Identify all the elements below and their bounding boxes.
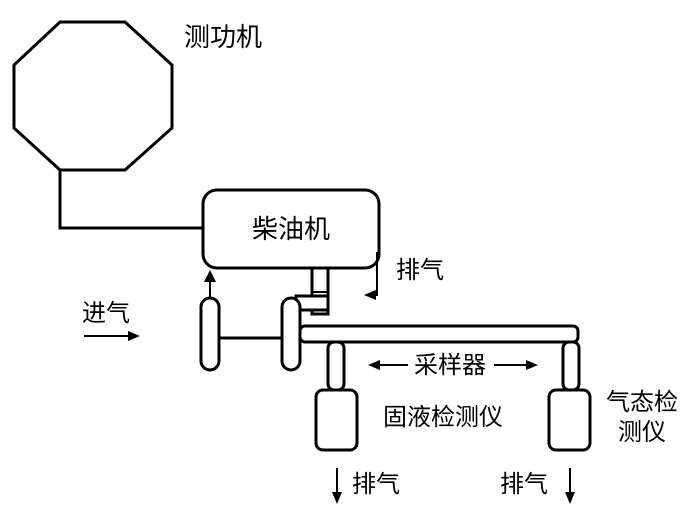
- left-sampler-branch: [326, 340, 346, 392]
- right-sampler-branch: [561, 340, 581, 392]
- diesel-engine-label: 柴油机: [252, 215, 330, 245]
- gas-detector-box: [547, 388, 592, 452]
- diesel-engine-box: [201, 188, 381, 270]
- right-exhaust-arrow-head: [565, 492, 575, 504]
- gas-detector-label-line2: 测仪: [618, 418, 666, 446]
- exhaust-pill: [280, 296, 302, 372]
- solid-liquid-detector-label: 固液检测仪: [383, 403, 503, 431]
- left-exhaust-arrow-head: [332, 492, 342, 504]
- dynamometer-label: 测功机: [184, 23, 262, 53]
- intake-filter: [199, 296, 221, 372]
- intake-label: 进气: [82, 299, 130, 327]
- left-exhaust-label: 排气: [352, 470, 400, 498]
- sampler-arrow-right-head: [526, 360, 538, 370]
- solid-liquid-detector-box: [314, 388, 359, 452]
- sampling-pipe: [298, 324, 580, 344]
- dynamometer-shaft: [58, 170, 203, 230]
- right-exhaust-label: 排气: [500, 470, 548, 498]
- intake-arrow-left-head: [128, 331, 140, 341]
- engine-exhaust-arrowhead: [364, 290, 376, 300]
- sampler-label: 采样器: [414, 351, 486, 379]
- gas-detector-label-line1: 气态检: [606, 388, 678, 416]
- sampler-arrow-left-head: [368, 360, 380, 370]
- engine-exhaust-label: 排气: [396, 256, 444, 284]
- intake-arrow-head: [204, 270, 216, 282]
- dynamometer-octagon: [12, 20, 174, 172]
